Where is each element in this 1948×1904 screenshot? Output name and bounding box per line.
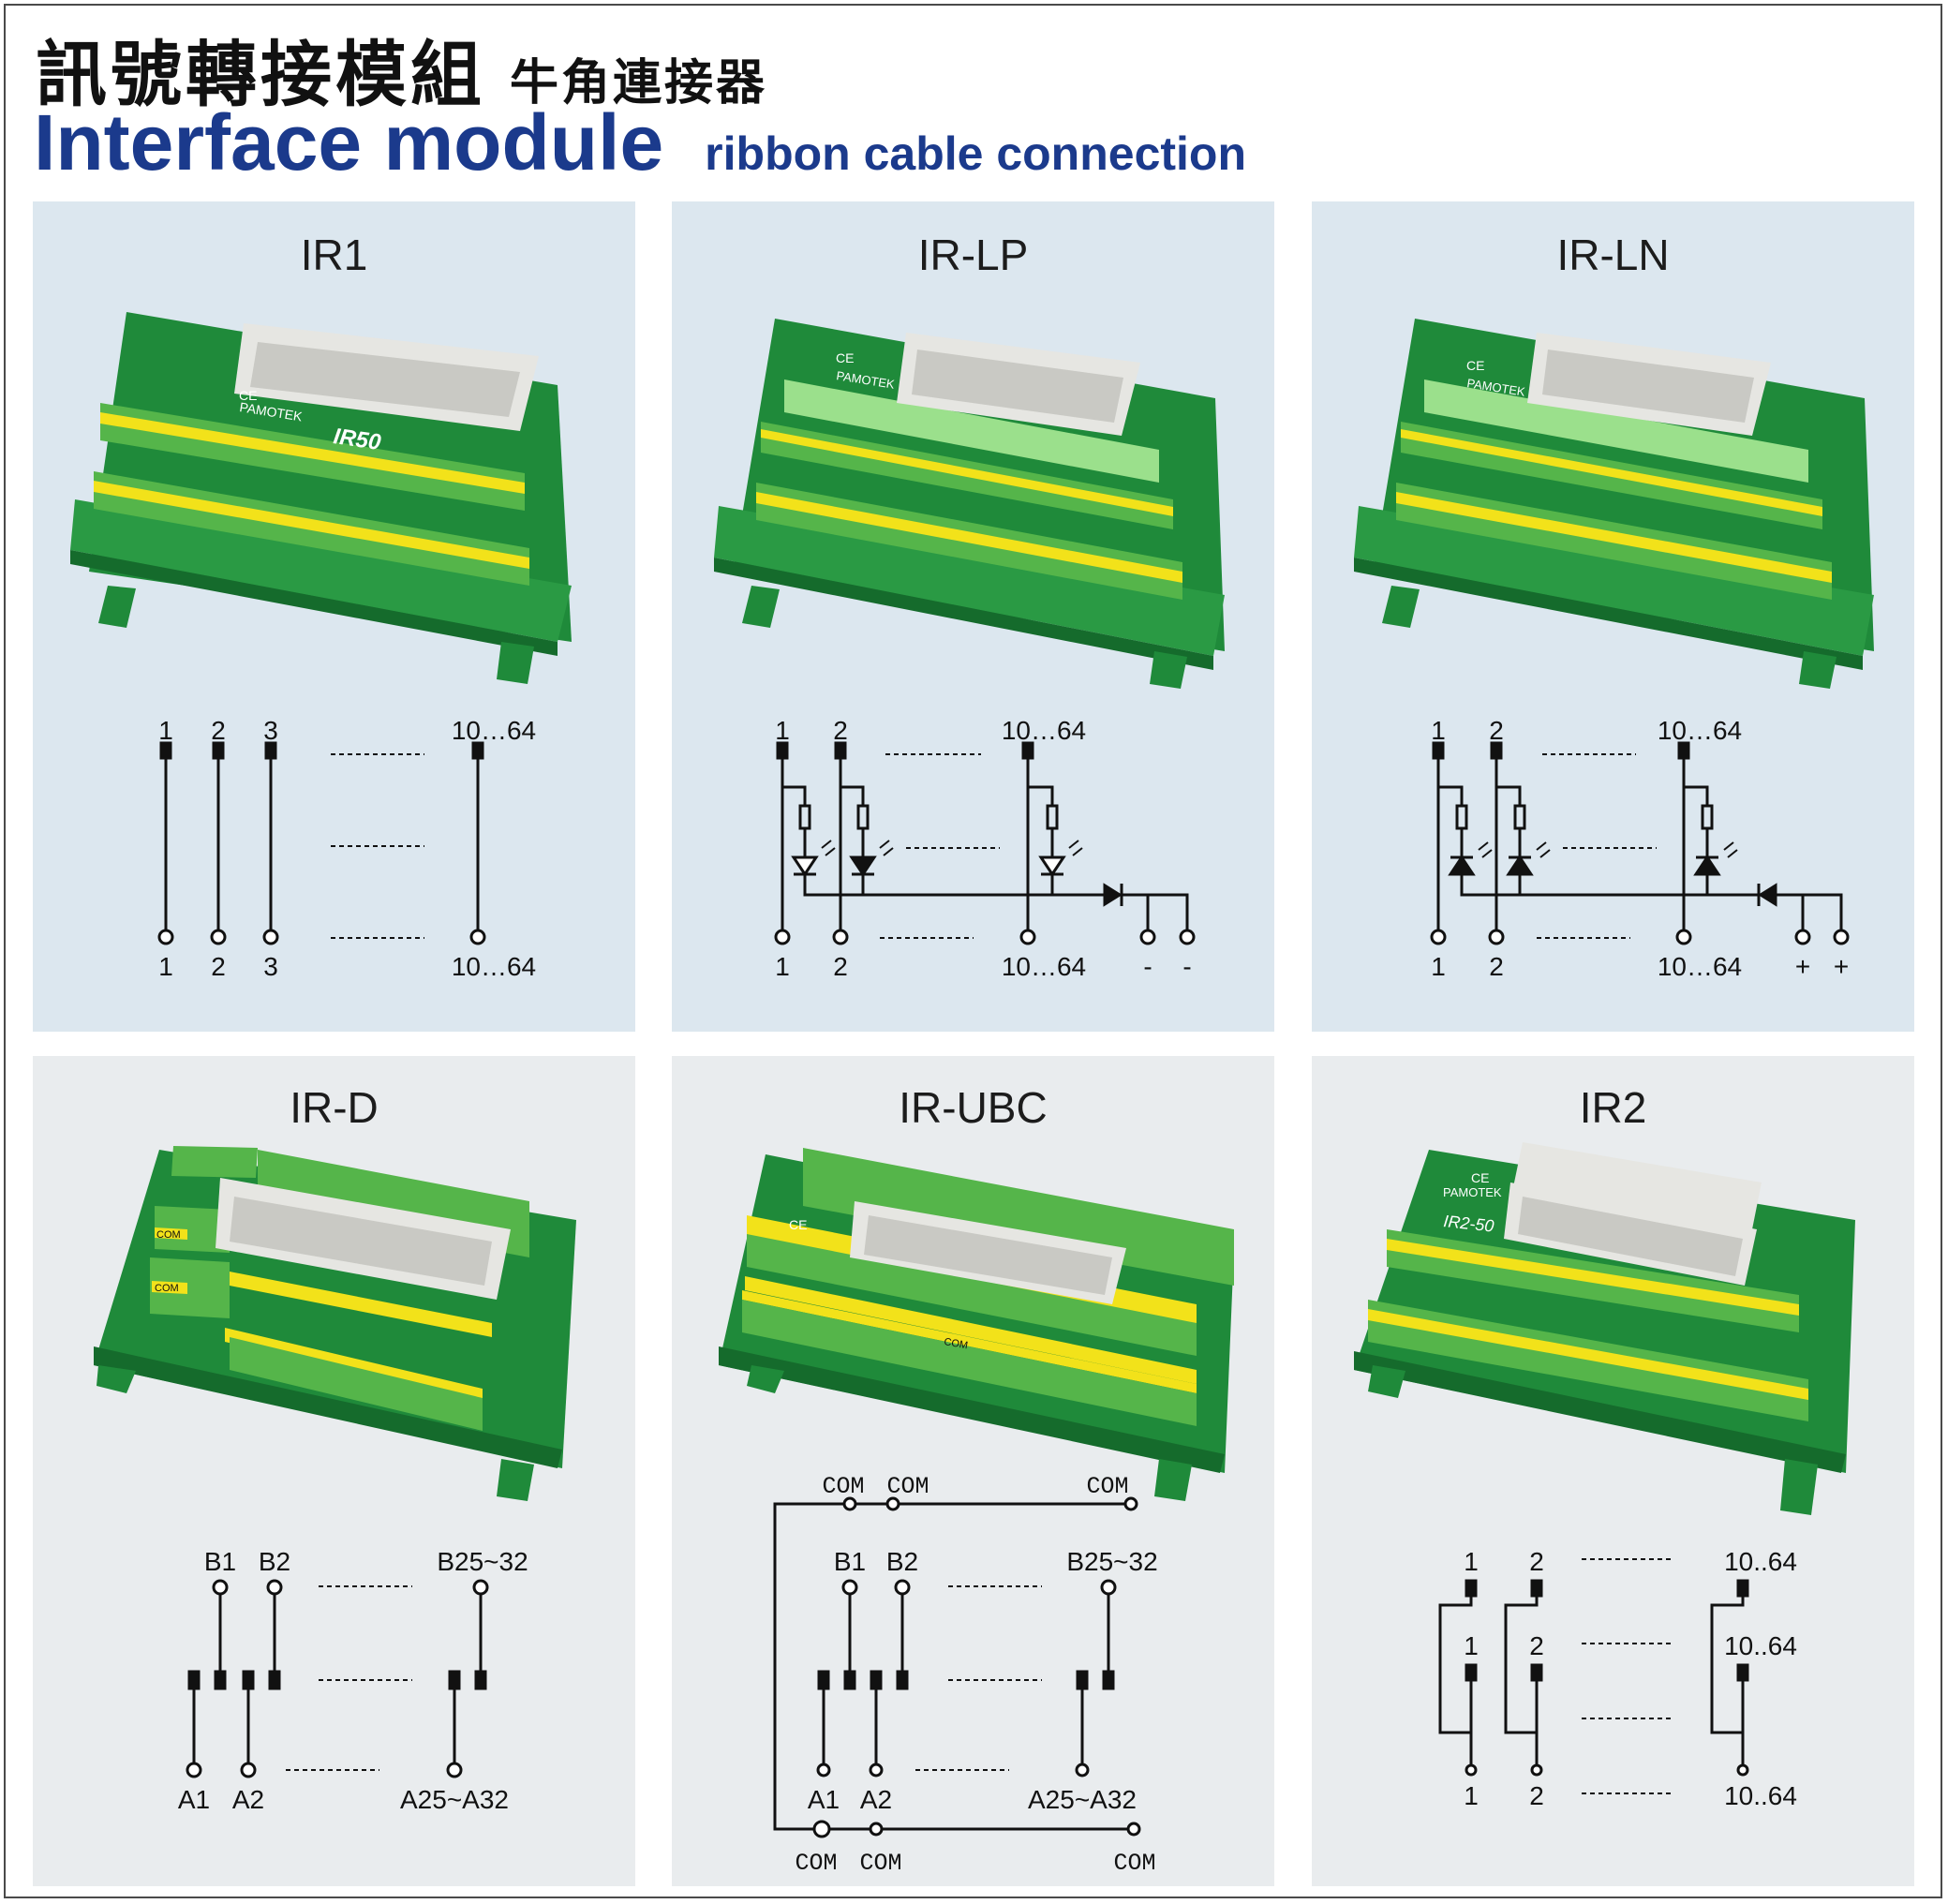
irlp-bottom-label: -	[1143, 952, 1152, 981]
title-chinese: 訊號轉接模組牛角連接器	[36, 17, 767, 120]
ird-graphics: COM COM B1 B2	[94, 1146, 576, 1814]
page-frame	[4, 4, 1942, 1898]
ir1-top-label: 10…64	[452, 716, 536, 745]
panel-irubc: IR-UBC COM CE	[672, 1056, 1274, 1886]
ird-top-label: B2	[259, 1547, 290, 1576]
irln-top-label: 2	[1489, 716, 1504, 745]
ir1-bottom-label: 10…64	[452, 952, 536, 981]
ir2-row3-label: 2	[1529, 1781, 1544, 1810]
irln-top-label: 1	[1431, 716, 1446, 745]
irlp-bottom-label: 1	[775, 952, 790, 981]
irubc-com-bottom-label: COM	[795, 1850, 837, 1877]
subtitle-english: ribbon cable connection	[705, 127, 1247, 180]
ird-schematic	[186, 1579, 489, 1778]
ir1-graphics: IR50 PAMOTEK CE 1 2 3 10…64 1	[70, 312, 572, 981]
irlp-bottom-label: 10…64	[1002, 952, 1086, 981]
irubc-com-top-label: COM	[886, 1473, 929, 1500]
irlp-bottom-label: -	[1182, 952, 1191, 981]
ird-bottom-label: A2	[232, 1785, 264, 1814]
panel-title-ir2: IR2	[1579, 1083, 1647, 1132]
ir1-module-photo: IR50 PAMOTEK CE	[70, 312, 572, 684]
irlp-graphics: CE PAMOTEK	[714, 319, 1225, 981]
irubc-top-label: B2	[886, 1547, 918, 1576]
ird-bottom-label: A25~A32	[400, 1785, 509, 1814]
irubc-top-label: B25~32	[1066, 1547, 1157, 1576]
panel-title-irlp: IR-LP	[917, 231, 1029, 279]
irubc-bottom-label: A1	[808, 1785, 840, 1814]
irln-bottom-label: 10…64	[1658, 952, 1742, 981]
ir1-bottom-label: 1	[158, 952, 173, 981]
irln-ce-mark: CE	[1466, 358, 1484, 373]
irlp-module-photo: CE PAMOTEK	[714, 319, 1225, 689]
ir1-top-label: 2	[211, 716, 226, 745]
irln-module-photo: CE PAMOTEK	[1354, 319, 1874, 689]
panel-irlp: IR-LP CE PAMOTEK	[672, 201, 1274, 1032]
ir2-row2-label: 2	[1529, 1631, 1544, 1660]
irlp-schematic	[774, 741, 1196, 945]
irln-graphics: CE PAMOTEK	[1354, 319, 1874, 981]
ir2-schematic	[1438, 1558, 1749, 1794]
irlp-ce-mark: CE	[836, 350, 854, 365]
ird-top-label: B1	[204, 1547, 236, 1576]
ir2-graphics: IR2-50 PAMOTEK CE 1 2	[1354, 1142, 1855, 1810]
ir2-row2-label: 1	[1464, 1631, 1479, 1660]
ir2-row3-label: 10..64	[1724, 1781, 1797, 1810]
irln-bottom-label: 1	[1431, 952, 1446, 981]
title-english: Interface module ribbon cable connection	[34, 97, 1246, 188]
irubc-com-strip-label: COM	[943, 1336, 968, 1351]
irln-bottom-label: +	[1795, 952, 1810, 981]
ir1-top-label: 1	[158, 716, 173, 745]
ird-module-photo: COM COM	[94, 1146, 576, 1501]
ird-com-label: COM	[155, 1283, 179, 1294]
irubc-bottom-label: A25~A32	[1028, 1785, 1137, 1814]
irubc-ce-mark: CE	[789, 1217, 807, 1232]
ir2-row1-label: 10..64	[1724, 1547, 1797, 1576]
irln-bottom-label: 2	[1489, 952, 1504, 981]
ird-bottom-label: A1	[178, 1785, 210, 1814]
ir2-ce-mark: CE	[1471, 1170, 1489, 1185]
title-english-main: Interface module	[34, 98, 664, 186]
panel-ir2: IR2 IR2-50 PAMOTEK CE	[1312, 1056, 1914, 1886]
panel-title-ir1: IR1	[300, 231, 368, 279]
ir1-top-label: 3	[263, 716, 278, 745]
irubc-graphics: COM CE	[719, 1148, 1234, 1877]
irubc-com-top-label: COM	[1086, 1473, 1128, 1500]
ir1-schematic	[157, 741, 486, 945]
ir2-row1-label: 1	[1464, 1547, 1479, 1576]
irubc-top-label: B1	[834, 1547, 866, 1576]
ir1-bottom-label: 3	[263, 952, 278, 981]
ir2-brand: PAMOTEK	[1443, 1185, 1502, 1199]
panel-irln: IR-LN CE PAMOTEK	[1312, 201, 1914, 1032]
irubc-bottom-label: A2	[860, 1785, 892, 1814]
irlp-top-label: 2	[833, 716, 848, 745]
ird-com-label: COM	[156, 1229, 181, 1241]
ir1-ce-mark: CE	[239, 388, 257, 403]
irubc-module-photo: COM CE	[719, 1148, 1234, 1501]
panel-ir1: IR1 IR50 PAMOTEK CE	[33, 201, 635, 1032]
ir2-module-photo: IR2-50 PAMOTEK CE	[1354, 1142, 1855, 1515]
title-chinese-main: 訊號轉接模組	[36, 33, 485, 116]
ir1-bottom-label: 2	[211, 952, 226, 981]
panel-title-irln: IR-LN	[1556, 231, 1670, 279]
irln-bottom-label: +	[1834, 952, 1849, 981]
ir2-row1-label: 2	[1529, 1547, 1544, 1576]
irlp-top-label: 10…64	[1002, 716, 1086, 745]
irlp-top-label: 1	[775, 716, 790, 745]
irubc-com-bottom-label: COM	[1113, 1850, 1155, 1877]
ir2-row3-label: 1	[1464, 1781, 1479, 1810]
irln-top-label: 10…64	[1658, 716, 1742, 745]
panel-title-ird: IR-D	[290, 1083, 379, 1132]
irubc-schematic	[773, 1496, 1141, 1838]
irubc-com-top-label: COM	[822, 1473, 864, 1500]
irubc-com-bottom-label: COM	[859, 1850, 901, 1877]
subtitle-chinese: 牛角連接器	[510, 55, 768, 112]
ird-top-label: B25~32	[437, 1547, 528, 1576]
panel-ird: IR-D COM COM	[33, 1056, 635, 1886]
irlp-bottom-label: 2	[833, 952, 848, 981]
panel-title-irubc: IR-UBC	[899, 1083, 1048, 1132]
irln-schematic	[1430, 741, 1850, 945]
ir2-row2-label: 10..64	[1724, 1631, 1797, 1660]
